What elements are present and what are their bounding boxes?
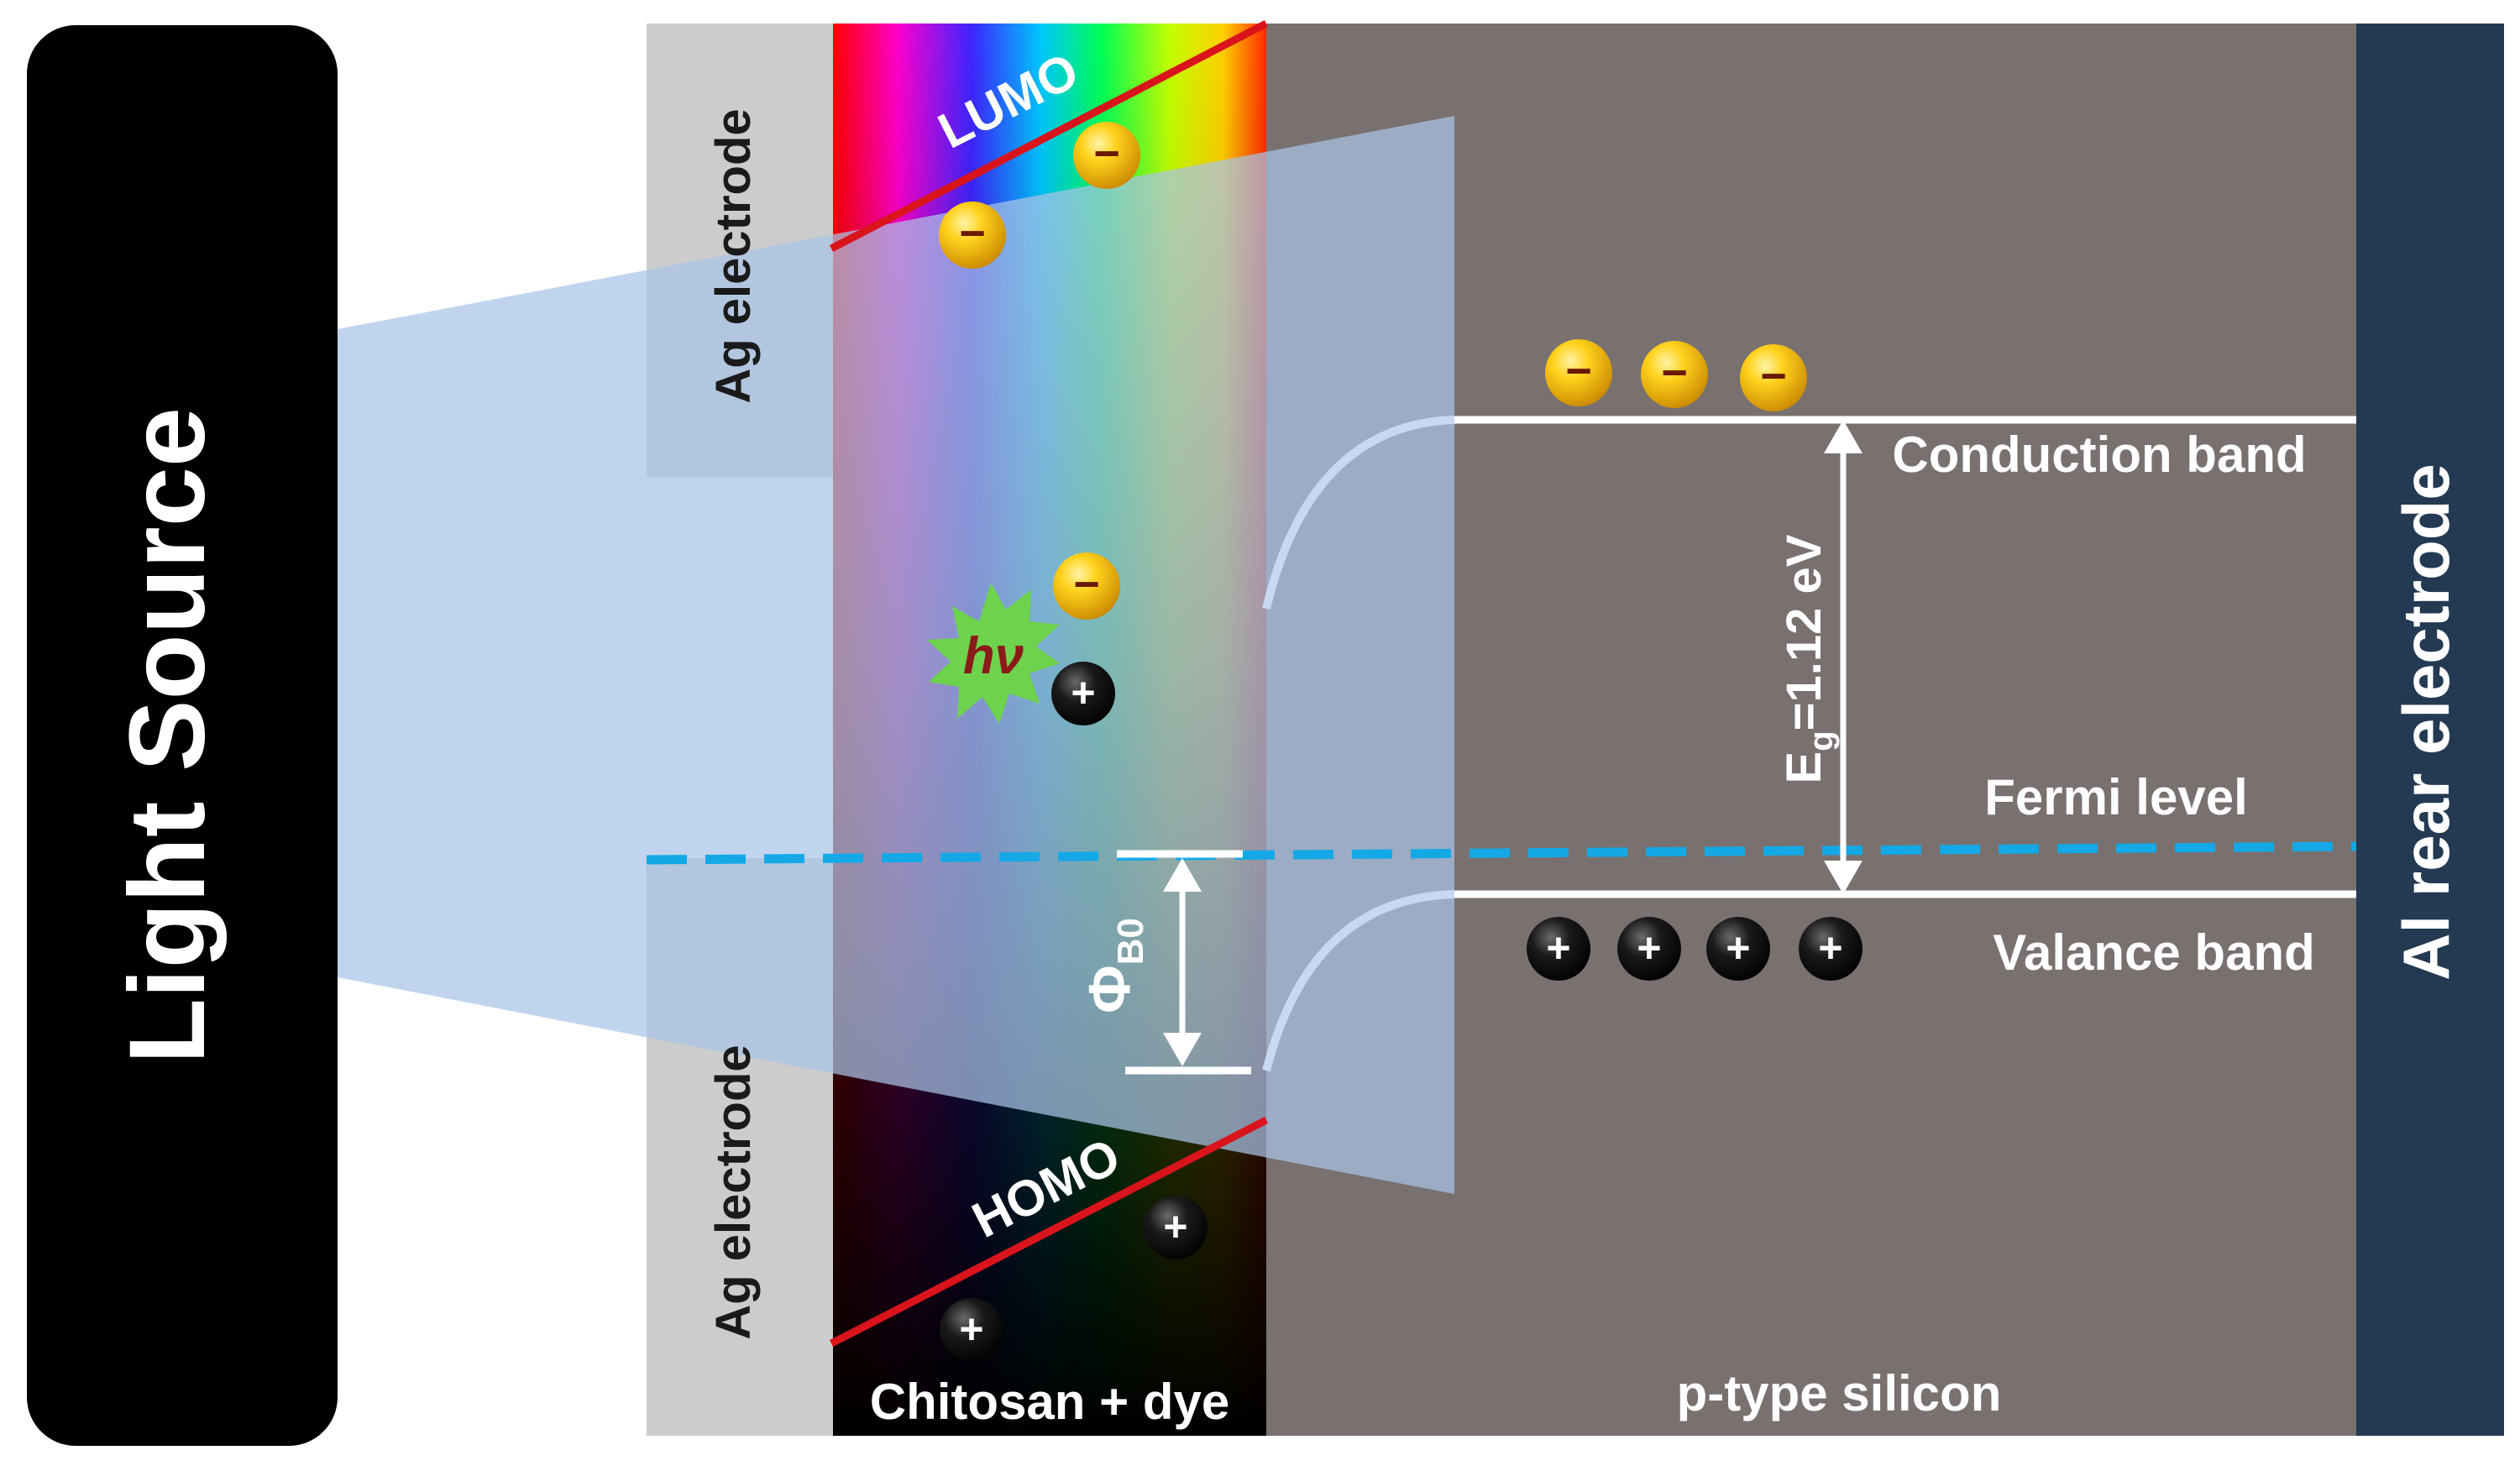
conduction-band-bend: [1262, 416, 1455, 610]
ag-electrode-top-label: Ag electrode: [706, 108, 761, 403]
barrier-height-label: ΦB0: [1077, 918, 1151, 1013]
light-beam: [338, 116, 1454, 1194]
lumo-line: [829, 20, 1269, 252]
hole: +: [1144, 1196, 1208, 1259]
light-source-label: Light Source: [107, 407, 228, 1064]
electron-sign: −: [1565, 346, 1592, 396]
al-rear-electrode-label: Al rear electrode: [2389, 463, 2463, 981]
bandgap-label: Eg=1.12 eV: [1777, 534, 1840, 783]
photon-burst-icon: [927, 583, 1060, 724]
fermi-level-label: Fermi level: [1984, 769, 2248, 825]
carriers: − − − − − − + + + + + + +: [939, 122, 1862, 1362]
ag-electrode-bottom-label: Ag electrode: [706, 1045, 761, 1339]
electron: −: [1740, 344, 1807, 411]
valance-band-label: Valance band: [1993, 924, 2315, 981]
hole-sign: +: [1546, 924, 1570, 971]
hole-sign: +: [1726, 924, 1750, 971]
electron-sign: −: [1661, 348, 1688, 398]
hole-sign: +: [1163, 1203, 1187, 1250]
electron-sign: −: [1093, 128, 1120, 179]
bandgap-arrow: [1824, 420, 1862, 894]
fermi-level-line: [646, 841, 2357, 865]
photon-label: hν: [963, 627, 1024, 685]
electron-sign: −: [1073, 559, 1100, 610]
hole: +: [1527, 917, 1590, 981]
valance-band-bend: [1262, 890, 1455, 1072]
hole-sign: +: [1637, 924, 1661, 971]
hole: +: [1799, 917, 1862, 981]
electron: −: [1545, 339, 1612, 406]
hole: +: [1617, 917, 1681, 981]
silicon-label: p-type silicon: [1677, 1365, 2002, 1421]
electron-sign: −: [1760, 351, 1787, 401]
electron: −: [939, 202, 1006, 269]
light-source-box: [27, 25, 338, 1446]
hole: +: [940, 1298, 1003, 1362]
hole: +: [1051, 662, 1115, 725]
electron: −: [1641, 341, 1708, 408]
barrier-height-marker: [1117, 850, 1251, 1075]
al-rear-electrode: [2356, 24, 2504, 1436]
electron: −: [1053, 552, 1120, 620]
conduction-band-label: Conduction band: [1892, 427, 2306, 483]
hole: +: [1706, 917, 1770, 981]
hole-sign: +: [1071, 669, 1095, 716]
hole-sign: +: [959, 1306, 983, 1353]
electron-sign: −: [959, 208, 986, 259]
electron: −: [1073, 122, 1140, 189]
homo-line: [829, 1116, 1269, 1348]
dye-layer-label: Chitosan + dye: [870, 1374, 1229, 1430]
hole-sign: +: [1818, 924, 1842, 971]
